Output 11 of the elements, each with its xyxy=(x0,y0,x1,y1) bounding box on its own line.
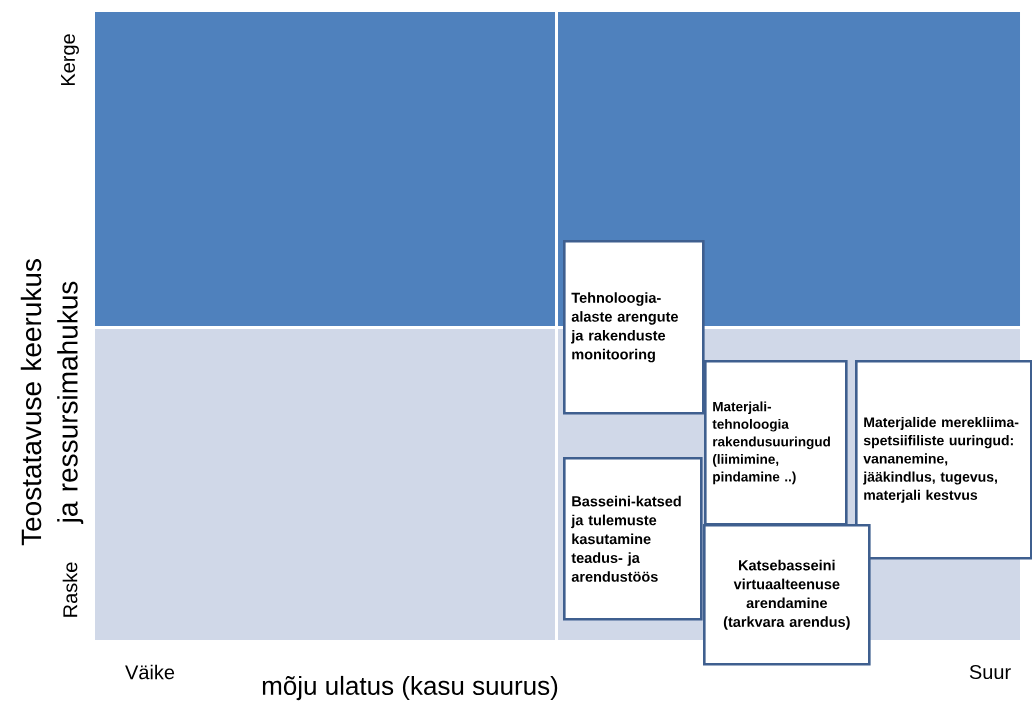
axis-label: Suur xyxy=(969,664,1011,680)
text-box: Tehnoloogia-alaste arengute ja rakenduste monitooring xyxy=(563,240,705,415)
axis-label: Kerge xyxy=(61,34,79,86)
text-box: Materjalide merekliima-spetsiifiliste uuringud: vananemine, jääkindlus, tugevus, materjali kestvus xyxy=(855,360,1032,560)
axis-title: mõju ulatus (kasu suurus) xyxy=(262,675,558,701)
text-box: Katsebasseini virtuaalteenuse arendamine (tarkvara arendus) xyxy=(703,524,871,666)
axis-title: Teostatavuse keerukus ja ressursimahukus xyxy=(20,259,84,546)
axis-label: Väike xyxy=(125,664,175,680)
text-box: Basseini-katsed ja tulemuste kasutamine teadus- ja arendustöös xyxy=(563,457,703,621)
text-box: Materjali-tehnoloogia rakendusuuringud (liimimine, pindamine ..) xyxy=(704,360,848,526)
axis-label: Raske xyxy=(62,562,78,617)
